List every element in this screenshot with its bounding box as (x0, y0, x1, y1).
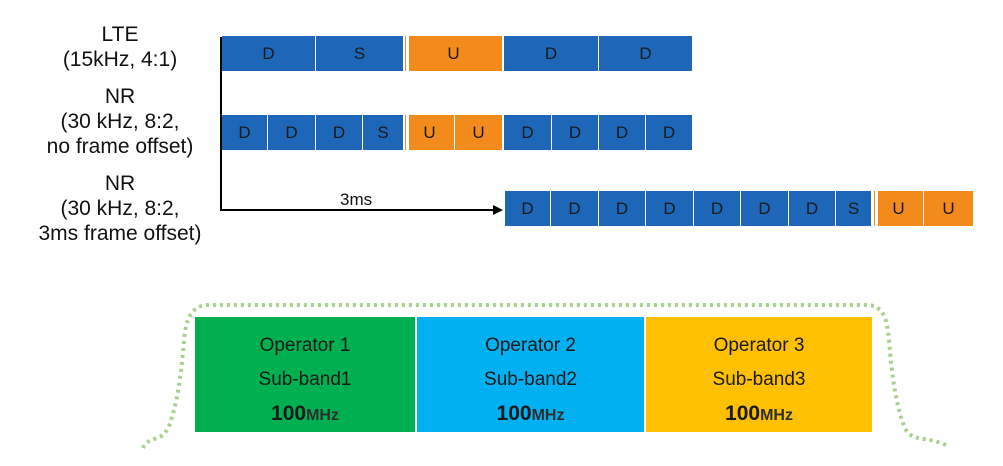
label-line: (30 kHz, 8:2, (60, 110, 180, 133)
slot-block: D (599, 115, 645, 150)
guard-period (875, 191, 878, 226)
slot-block: S (836, 191, 871, 226)
slot-block: D (741, 191, 788, 226)
slot-block: D (222, 115, 267, 150)
slot-block: D (268, 115, 315, 150)
subband-name: Sub-band3 (712, 369, 806, 390)
label-line: LTE (101, 23, 139, 46)
slot-block: U (874, 191, 923, 226)
subframe-block: S (316, 36, 403, 71)
guard-period (406, 36, 409, 71)
nr-3ms-offset-slot-row: D D D D D D D S U U (505, 191, 973, 226)
bandwidth-unit: MHz (531, 407, 565, 424)
subframe-block: D (222, 36, 315, 71)
operator-3-subband: Operator 3 Sub-band3 100MHz (646, 317, 872, 432)
bandwidth-value: 100 (725, 402, 761, 425)
subframe-block: D (504, 36, 598, 71)
operator-2-subband: Operator 2 Sub-band2 100MHz (417, 317, 644, 432)
label-line: NR (104, 172, 136, 195)
subframe-block: U (405, 36, 502, 71)
slot-block: D (504, 115, 551, 150)
subband-name: Sub-band1 (258, 369, 352, 390)
label-line: 3ms frame offset) (38, 222, 202, 245)
label-line: (30 kHz, 8:2, (60, 197, 180, 220)
slot-block: U (455, 115, 502, 150)
slot-block: D (316, 115, 362, 150)
slot-block: D (552, 115, 598, 150)
slot-block: D (646, 191, 693, 226)
lte-subframe-row: D S U D D (222, 36, 692, 71)
nr-3ms-offset-row-label: NR (30 kHz, 8:2, 3ms frame offset) (20, 171, 220, 246)
slot-block: D (694, 191, 740, 226)
operator-name: Operator 2 (485, 335, 576, 356)
nr-no-offset-slot-row: D D D S U U D D D D (222, 115, 692, 150)
bandwidth-value: 100 (496, 402, 532, 425)
slot-block: D (599, 191, 645, 226)
bandwidth: 100MHz (271, 397, 339, 431)
slot-block: D (789, 191, 835, 226)
label-line: no frame offset) (46, 135, 194, 158)
bandwidth-value: 100 (271, 402, 307, 425)
bandwidth-unit: MHz (306, 407, 339, 424)
offset-label: 3ms (340, 190, 373, 209)
subband-name: Sub-band2 (484, 369, 577, 390)
slot-block: D (551, 191, 598, 226)
label-line: (15kHz, 4:1) (62, 48, 178, 71)
lte-row-label: LTE (15kHz, 4:1) (20, 22, 220, 72)
arrow-head-icon (493, 205, 503, 215)
bandwidth: 100MHz (725, 397, 793, 431)
slot-block: U (405, 115, 454, 150)
operator-name: Operator 1 (259, 335, 351, 356)
slot-block: D (646, 115, 692, 150)
nr-no-offset-row-label: NR (30 kHz, 8:2, no frame offset) (20, 84, 220, 159)
slot-block: S (363, 115, 403, 150)
slot-block: D (505, 191, 550, 226)
subframe-block: D (599, 36, 692, 71)
operator-1-subband: Operator 1 Sub-band1 100MHz (195, 317, 415, 432)
bandwidth: 100MHz (497, 397, 565, 431)
slot-block: U (924, 191, 973, 226)
guard-period (406, 115, 409, 150)
label-line: NR (104, 85, 136, 108)
operator-name: Operator 3 (713, 335, 805, 356)
bandwidth-unit: MHz (760, 407, 793, 424)
